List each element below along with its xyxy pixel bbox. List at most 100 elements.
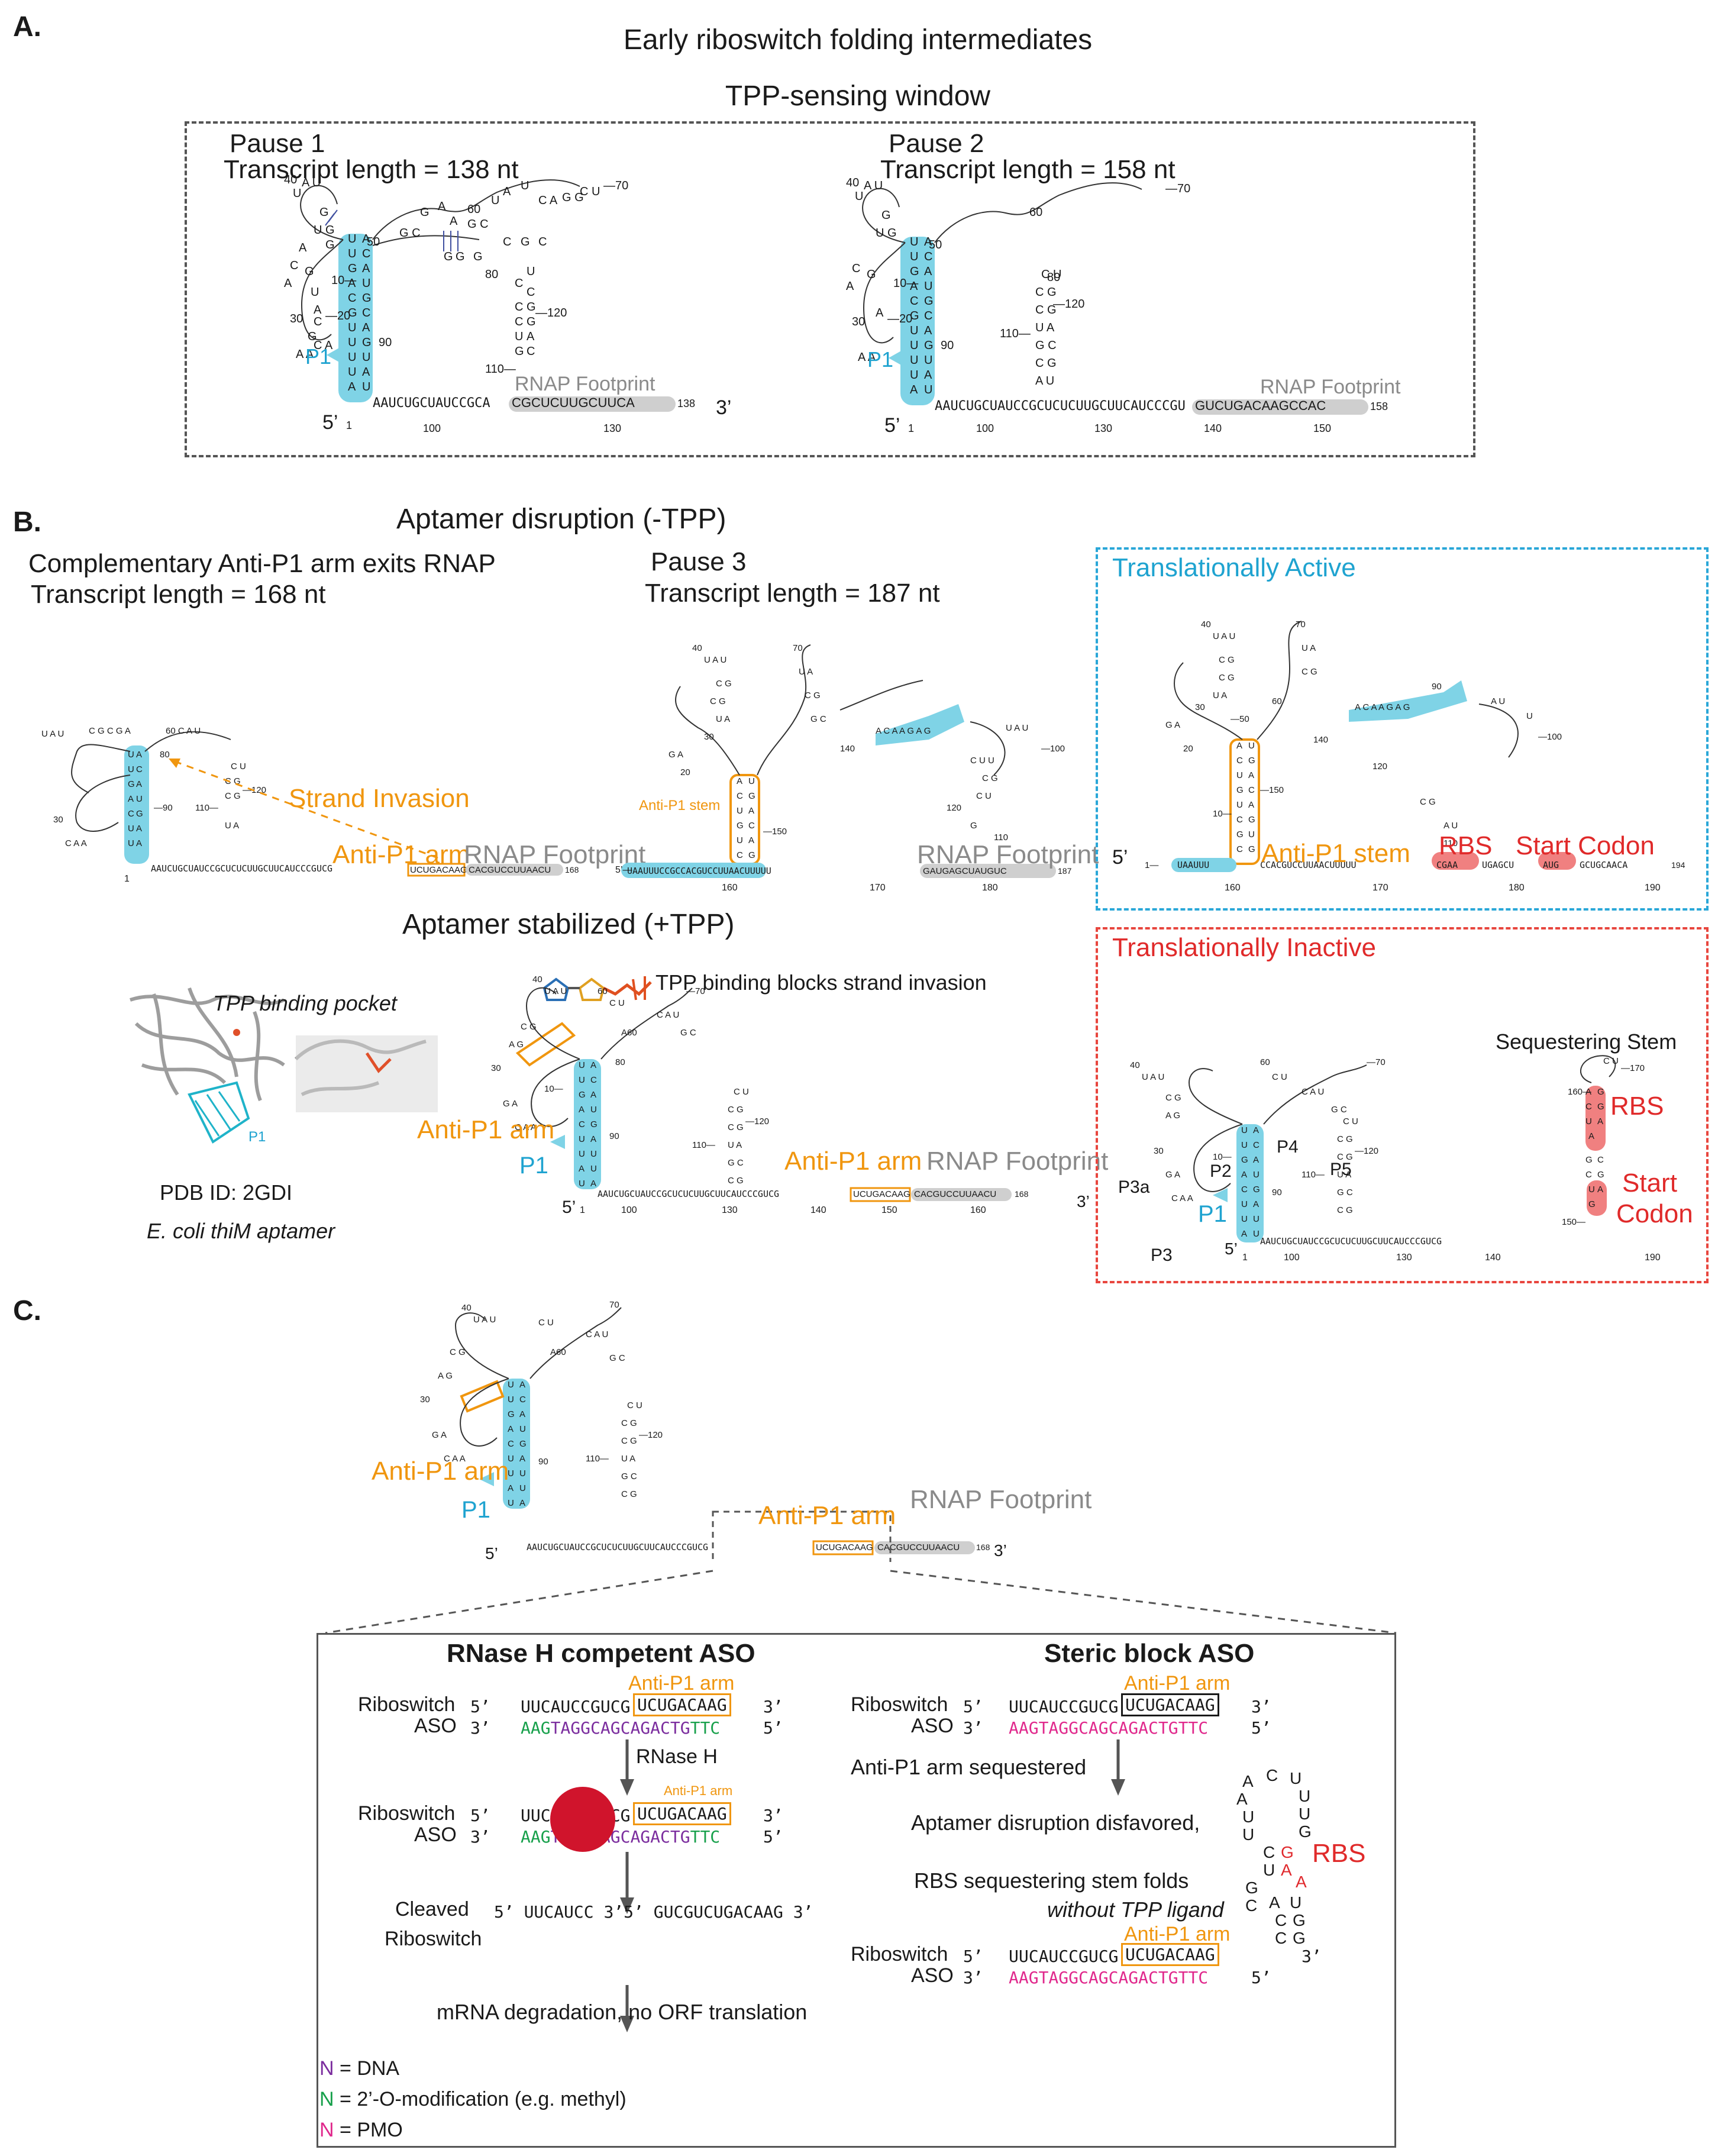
svg-text:170: 170 [870, 883, 886, 893]
anti-p1-sequestered-label: Anti-P1 arm sequestered [851, 1755, 1087, 1779]
svg-text:C: C [1248, 785, 1255, 795]
sequestering-stem-label: Sequestering Stem [1496, 1029, 1677, 1054]
p1-helix-highlight [338, 234, 373, 402]
svg-text:50: 50 [929, 238, 942, 251]
svg-text:110—: 110— [485, 363, 516, 376]
inactive-seq: AAUCUGCUAUCCGCUCUCUUGCUUCAUCCCGUCG [1260, 1236, 1442, 1247]
svg-text:G: G [362, 336, 372, 349]
aso-seq-rnaseh: AAGTAGGCAGCAGACTGTTC [521, 1718, 721, 1738]
svg-text:C G: C G [1219, 673, 1235, 683]
svg-text:U: U [128, 824, 134, 834]
svg-text:C: C [515, 301, 523, 314]
riboswitch-label-2: Riboswitch [358, 1802, 456, 1825]
svg-text:C A: C A [314, 339, 333, 352]
svg-text:A: A [1248, 770, 1254, 780]
svg-text:U: U [910, 339, 918, 352]
svg-text:A U: A U [1443, 821, 1458, 831]
svg-text:G: G [521, 235, 530, 248]
svg-text:A: A [136, 779, 142, 789]
svg-text:U: U [1299, 1787, 1310, 1805]
svg-text:A: A [348, 380, 356, 393]
svg-text:C: C [1585, 1170, 1592, 1180]
aptamer-stabilized-title: Aptamer stabilized (+TPP) [402, 909, 735, 940]
svg-text:C G: C G [1165, 1093, 1181, 1103]
svg-text:40: 40 [1201, 619, 1211, 630]
svg-text:A: A [136, 824, 142, 834]
svg-text:30: 30 [852, 315, 865, 328]
svg-text:C: C [290, 259, 298, 272]
svg-text:A: A [519, 1409, 525, 1419]
p1-label-small: P1 [248, 1129, 266, 1145]
svg-text:U: U [348, 321, 356, 334]
three-prime: 3’ [470, 1827, 490, 1847]
svg-text:G A: G A [432, 1430, 447, 1440]
svg-text:G: G [1248, 844, 1255, 854]
ribo-seq-box: UCUGACAAG [633, 1693, 731, 1716]
panel-a-title: Early riboswitch folding intermediates [623, 24, 1093, 56]
svg-text:10—: 10— [1213, 809, 1232, 819]
svg-text:U: U [924, 280, 932, 293]
five-prime: 5’ [763, 1718, 783, 1738]
five-prime: 5’ [963, 1697, 983, 1716]
tick-1: 1 [346, 419, 352, 431]
svg-text:C G: C G [521, 1022, 537, 1032]
svg-text:5’: 5’ [562, 1198, 576, 1217]
tick-140: 140 [1204, 422, 1222, 434]
svg-text:A: A [128, 794, 134, 804]
svg-text:90: 90 [941, 339, 954, 352]
svg-text:G: G [748, 850, 755, 860]
svg-text:120: 120 [947, 803, 961, 813]
svg-text:C: C [538, 235, 547, 248]
svg-text:G: G [348, 306, 357, 319]
anti-p1-arm-label-small: Anti-P1 arm [664, 1783, 733, 1798]
svg-text:G: G [737, 821, 744, 831]
svg-text:180: 180 [982, 883, 998, 893]
tpp-binding-pocket-label: TPP binding pocket [213, 991, 397, 1015]
svg-text:C: C [852, 262, 860, 275]
svg-text:30: 30 [704, 732, 714, 742]
panel-c-anti-arm-seq: UCUGACAAG [816, 1542, 873, 1553]
pause1-seq: AAUCUGCUAUCCGCA [373, 396, 490, 411]
svg-text:10—: 10— [893, 277, 918, 290]
rnap-footprint-label: RNAP Footprint [1260, 376, 1401, 398]
svg-text:C: C [1275, 1911, 1287, 1929]
svg-text:G: G [1597, 1170, 1604, 1180]
svg-text:10—: 10— [1213, 1152, 1232, 1162]
aso-label: ASO [414, 1715, 457, 1737]
svg-text:U: U [579, 1179, 585, 1189]
svg-text:—120: —120 [1355, 1146, 1378, 1156]
svg-text:U: U [1248, 741, 1255, 751]
svg-text:U A U: U A U [1142, 1072, 1164, 1082]
svg-text:—50: —50 [1231, 714, 1249, 724]
svg-text:A: A [579, 1164, 584, 1174]
svg-text:G: G [1293, 1911, 1306, 1929]
svg-text:G: G [348, 262, 357, 275]
tpp-blocks-label: TPP binding blocks strand invasion [655, 970, 987, 995]
svg-text:A: A [1296, 1873, 1307, 1891]
svg-text:U: U [579, 1134, 585, 1144]
svg-text:G: G [1293, 1929, 1306, 1947]
svg-text:U: U [128, 750, 134, 760]
svg-text:C G: C G [716, 679, 732, 689]
translationally-active-label: Translationally Active [1112, 553, 1356, 582]
svg-text:C G: C G [1337, 1134, 1353, 1144]
rbs-label-inactive: RBS [1610, 1092, 1664, 1121]
svg-text:C: C [1597, 1155, 1604, 1165]
five-prime: 5’ [322, 411, 338, 434]
svg-text:A: A [1241, 1229, 1247, 1239]
svg-text:187: 187 [1058, 866, 1072, 876]
svg-text:G C: G C [728, 1158, 744, 1168]
svg-text:U: U [1253, 1170, 1260, 1180]
svg-text:U: U [311, 286, 319, 299]
svg-text:C A A: C A A [65, 838, 87, 848]
svg-text:C: C [527, 345, 535, 358]
svg-text:A: A [590, 1060, 596, 1070]
svg-text:U A U: U A U [41, 729, 64, 739]
svg-text:C: C [128, 809, 134, 819]
svg-text:C G: C G [225, 791, 241, 801]
svg-text:G: G [910, 265, 919, 278]
svg-text:G C: G C [609, 1353, 625, 1363]
svg-text:A G: A G [1165, 1111, 1180, 1121]
svg-text:A: A [876, 306, 884, 319]
svg-text:—150: —150 [1260, 785, 1284, 795]
